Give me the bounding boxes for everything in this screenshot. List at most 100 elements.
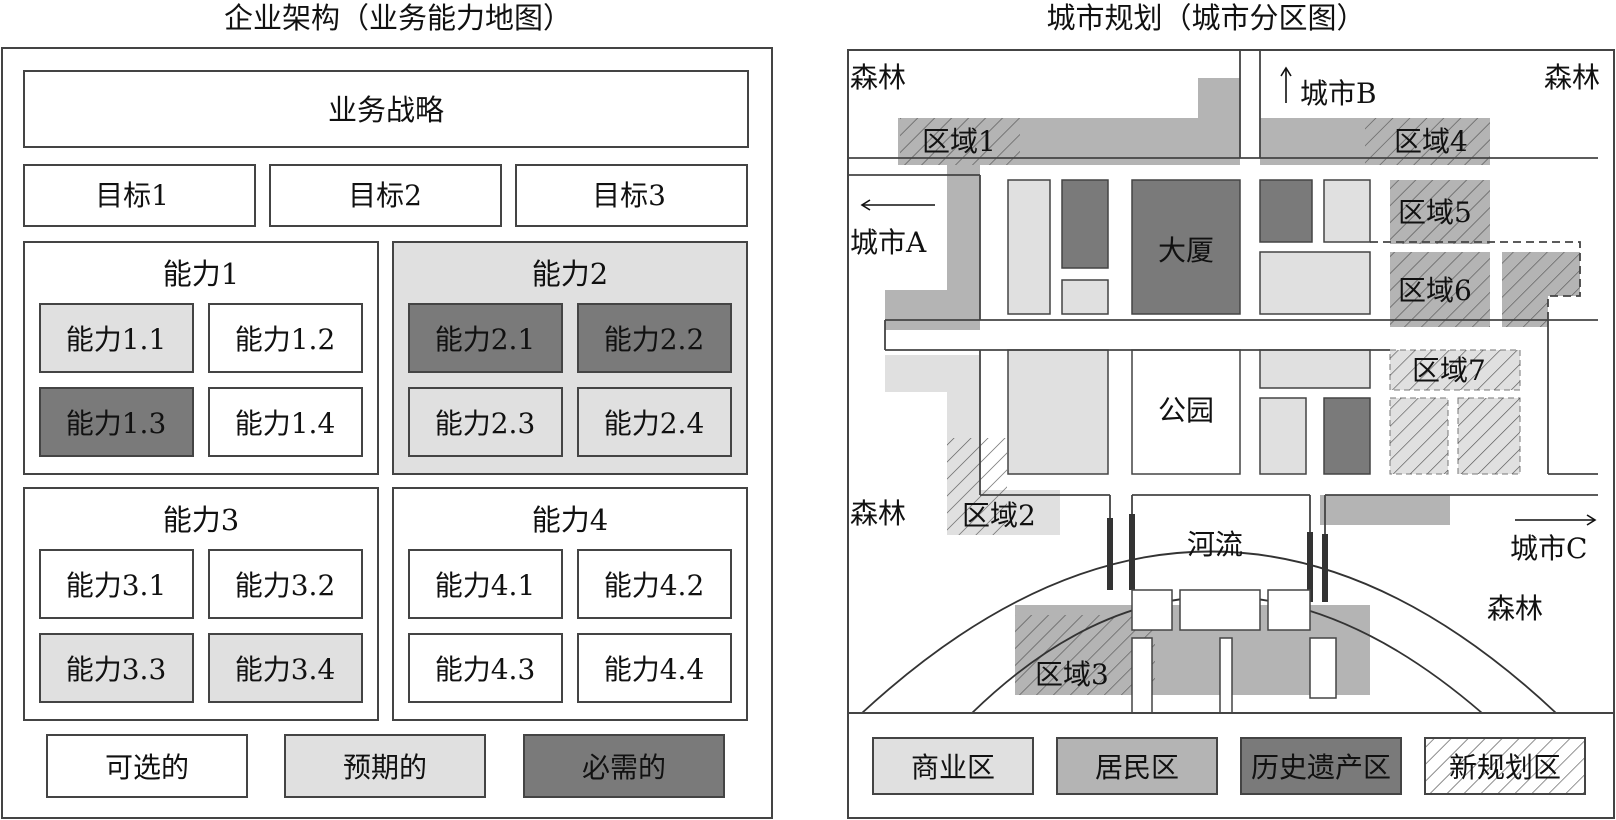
capability-box-2-3	[408, 387, 563, 457]
block-commercial-7	[1259, 397, 1307, 475]
capability-label-3-4: 能力3.4	[235, 653, 336, 686]
capability-group-2: 能力2 能力2.1 能力2.2 能力2.3 能力2.4	[392, 241, 748, 475]
capability-title-2: 能力2	[532, 257, 608, 291]
capability-title-1: 能力1	[163, 257, 239, 291]
capability-box-1-2	[208, 303, 363, 373]
zone-label-2: 区域2	[962, 499, 1036, 532]
legend-swatch-required	[523, 734, 725, 798]
strategy-label: 业务战略	[328, 93, 444, 127]
capability-box-1-1	[39, 303, 194, 373]
river-outer-arc	[861, 550, 1557, 714]
block-heritage-3	[1323, 397, 1371, 475]
park-label: 公园	[1158, 394, 1214, 427]
capability-box-2-2	[577, 303, 732, 373]
goals-row: 目标1 目标2 目标3	[23, 164, 748, 227]
capability-box-4-3	[408, 633, 563, 703]
capability-box-2-1	[408, 303, 563, 373]
capability-box-4-1	[408, 549, 563, 619]
capability-label-2-1: 能力2.1	[435, 323, 536, 356]
legend-swatch-heritage	[1240, 737, 1402, 795]
zone-west-residential	[885, 165, 980, 330]
zone-7-hatch	[1390, 350, 1520, 390]
capability-label-1-3: 能力1.3	[66, 407, 167, 440]
city-b-label: 城市B	[1300, 77, 1377, 110]
zone-label-1: 区域1	[922, 125, 996, 158]
zone-2-hatch	[947, 438, 1007, 535]
zone-7-lower-right-hatch	[1458, 398, 1520, 474]
legend-swatch-new-planning	[1424, 737, 1586, 795]
capability-label-4-4: 能力4.4	[604, 653, 705, 686]
legend-swatch-commercial	[872, 737, 1034, 795]
block-commercial-1	[1007, 179, 1051, 315]
legend-swatch-optional	[46, 734, 248, 798]
strategy-box: 业务战略	[23, 70, 749, 148]
zone-6-hatch	[1390, 252, 1490, 327]
south-blocks	[1131, 589, 1337, 714]
block-commercial-6	[1259, 349, 1371, 389]
goal-box-2	[269, 164, 502, 227]
zoning-legend: 商业区 居民区 历史遗产区 新规划区	[872, 737, 1586, 795]
block-commercial-3	[1323, 179, 1371, 243]
block-commercial-4	[1259, 251, 1371, 315]
capability-label-2-2: 能力2.2	[604, 323, 705, 356]
capability-label-1-4: 能力1.4	[235, 407, 336, 440]
building-block	[1131, 179, 1241, 315]
river-label: 河流	[1187, 528, 1243, 561]
legend-label-required: 必需的	[582, 751, 666, 784]
capability-box-1-3	[39, 387, 194, 457]
capability-title-3: 能力3	[163, 503, 239, 537]
capability-box-1-4	[208, 387, 363, 457]
capability-box-3-1	[39, 549, 194, 619]
legend-label-residential: 居民区	[1095, 751, 1179, 784]
right-panel-frame	[847, 49, 1615, 819]
city-c-label: 城市C	[1510, 532, 1587, 565]
capability-group-4: 能力4 能力4.1 能力4.2 能力4.3 能力4.4	[392, 487, 748, 721]
city-blocks	[1007, 179, 1371, 475]
park-block	[1131, 349, 1241, 475]
capability-box-3-2	[208, 549, 363, 619]
forest-label-se: 森林	[1487, 592, 1543, 625]
forest-label-nw: 森林	[850, 61, 906, 94]
goal-label-1: 目标1	[95, 179, 169, 212]
capability-label-4-1: 能力4.1	[435, 569, 536, 602]
capability-group-1: 能力1 能力1.1 能力1.2 能力1.3 能力1.4	[23, 241, 379, 475]
arrow-right-icon	[1515, 514, 1597, 526]
legend-label-new-planning: 新规划区	[1449, 751, 1561, 784]
legend-swatch-expected	[284, 734, 486, 798]
enterprise-architecture-panel: 企业架构（业务能力地图） 业务战略 目标1 目标2 目标3 能力1 能力1.1 …	[1, 1, 773, 819]
goal-label-2: 目标2	[348, 179, 422, 212]
capability-box-3-4	[208, 633, 363, 703]
zone-east-residential	[1320, 495, 1450, 525]
direction-arrows	[860, 66, 1597, 526]
capability-label-1-2: 能力1.2	[235, 323, 336, 356]
legend-label-expected: 预期的	[343, 751, 427, 784]
goal-box-3	[515, 164, 748, 227]
capability-group-3: 能力3 能力3.1 能力3.2 能力3.3 能力3.4	[23, 487, 379, 721]
capability-label-4-3: 能力4.3	[435, 653, 536, 686]
capability-label-3-1: 能力3.1	[66, 569, 167, 602]
zone-label-3: 区域3	[1035, 658, 1109, 691]
capability-label-3-2: 能力3.2	[235, 569, 336, 602]
zone-7-lower-left-hatch	[1390, 398, 1448, 474]
capability-box-3-3	[39, 633, 194, 703]
capability-label-4-2: 能力4.2	[604, 569, 705, 602]
legend-label-commercial: 商业区	[911, 751, 995, 784]
arrow-left-icon	[860, 199, 935, 211]
building-label: 大厦	[1158, 234, 1214, 267]
block-heritage-2	[1259, 179, 1313, 243]
capability-box-4-4	[577, 633, 732, 703]
capability-label-1-1: 能力1.1	[66, 323, 167, 356]
zone-label-5: 区域5	[1398, 196, 1472, 229]
capability-label-2-4: 能力2.4	[604, 407, 705, 440]
city-a-label: 城市A	[850, 226, 927, 259]
forest-label-ne: 森林	[1544, 61, 1600, 94]
left-panel-title: 企业架构（业务能力地图）	[224, 1, 572, 35]
goal-box-1	[23, 164, 256, 227]
zone-6b-hatch	[1502, 252, 1580, 327]
legend-label-optional: 可选的	[105, 751, 189, 784]
city-planning-panel: 城市规划（城市分区图）	[847, 1, 1615, 819]
right-panel-title: 城市规划（城市分区图）	[1046, 1, 1365, 35]
legend-swatch-residential	[1056, 737, 1218, 795]
zone-label-6: 区域6	[1398, 274, 1472, 307]
